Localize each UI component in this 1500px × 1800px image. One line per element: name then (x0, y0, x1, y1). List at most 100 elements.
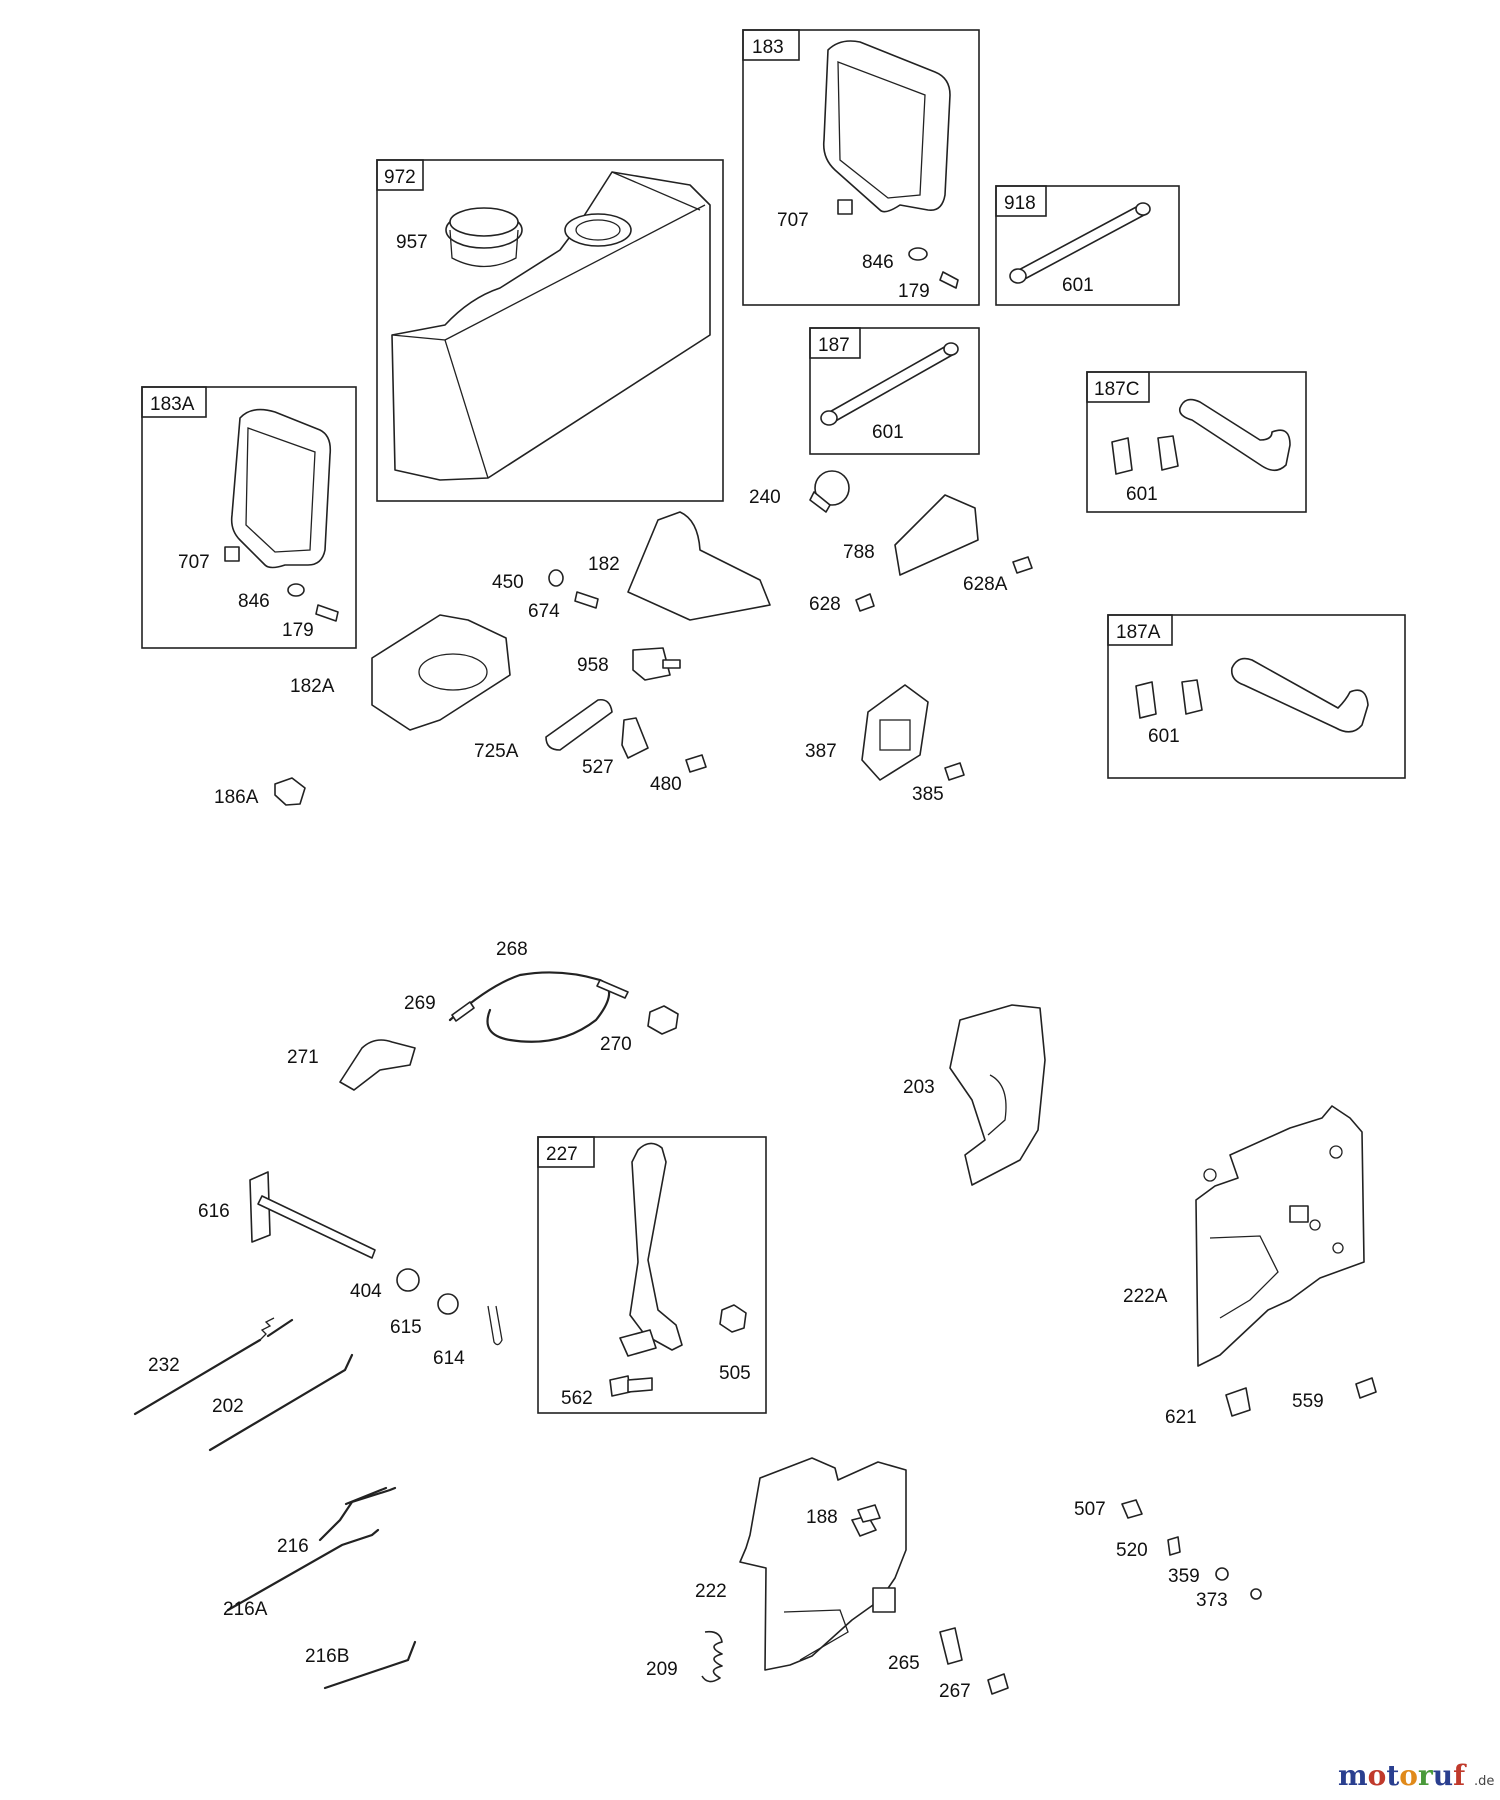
box-972: 972 957 (376, 159, 724, 502)
label-507: 507 (1074, 1499, 1106, 1520)
throttle-cable-group: 268 269 270 271 (287, 939, 679, 1091)
label-628: 628 (809, 594, 841, 615)
label-846: 846 (862, 252, 894, 273)
washer (287, 583, 305, 597)
hose-clamp (1157, 435, 1179, 471)
screw (939, 271, 959, 289)
link-rod-216 (318, 1486, 397, 1542)
washer (548, 569, 564, 587)
control-plate-222A: 222A 621 559 (1123, 1105, 1377, 1428)
label-615: 615 (390, 1317, 422, 1338)
label-271: 271 (287, 1047, 319, 1068)
box-label-187A: 187A (1116, 622, 1161, 643)
label-265: 265 (888, 1653, 920, 1674)
fuel-line (825, 344, 955, 424)
control-bracket (949, 1004, 1046, 1186)
label-222A: 222A (1123, 1286, 1168, 1307)
control-plate-222: 188 222 209 265 267 (646, 1457, 1009, 1702)
label-788: 788 (843, 542, 875, 563)
label-203: 203 (903, 1077, 935, 1098)
label-385: 385 (912, 784, 944, 805)
label-601: 601 (1148, 726, 1180, 747)
clip (1225, 1387, 1251, 1417)
tank-strap (822, 40, 951, 213)
label-562: 562 (561, 1388, 593, 1409)
governor-rod (208, 1353, 354, 1452)
nut (1250, 1588, 1262, 1600)
box-label-918: 918 (1004, 193, 1036, 214)
screw (685, 754, 707, 773)
label-628A: 628A (963, 574, 1008, 595)
box-187A: 187A 601 (1107, 614, 1406, 779)
label-480: 480 (650, 774, 682, 795)
hose-clamp (1135, 681, 1157, 719)
link-rod-216A (226, 1528, 380, 1612)
label-216A: 216A (223, 1599, 268, 1620)
shoulder-screw (609, 1375, 631, 1397)
label-404: 404 (350, 1281, 382, 1302)
tank-bracket (371, 614, 511, 731)
label-182: 182 (588, 554, 620, 575)
box-label-227: 227 (546, 1144, 578, 1165)
label-601: 601 (1126, 484, 1158, 505)
hex-nut (719, 1304, 747, 1333)
label-601: 601 (872, 422, 904, 443)
tank-neck (564, 213, 632, 247)
fuel-pump (861, 684, 929, 781)
label-267: 267 (939, 1681, 971, 1702)
control-lever (339, 1039, 416, 1091)
box-label-183: 183 (752, 37, 784, 58)
box-187: 187 601 (809, 327, 980, 455)
hose-clamp (1111, 437, 1133, 475)
screw (857, 1504, 881, 1523)
small-hardware: 507 520 359 373 (1074, 1499, 1262, 1611)
screw (1012, 556, 1033, 574)
brand-suffix: .de (1474, 1774, 1494, 1789)
label-505: 505 (719, 1363, 751, 1384)
washer (396, 1268, 420, 1292)
control-plate (1195, 1105, 1365, 1367)
label-373: 373 (1196, 1590, 1228, 1611)
label-270: 270 (600, 1034, 632, 1055)
governor-shaft (257, 1195, 376, 1259)
linkage-rods: 232 202 216 216A 216B (133, 1317, 417, 1690)
label-387: 387 (805, 741, 837, 762)
box-label-187C: 187C (1094, 379, 1139, 400)
label-520: 520 (1116, 1540, 1148, 1561)
screw (987, 1673, 1009, 1695)
label-269: 269 (404, 993, 436, 1014)
label-674: 674 (528, 601, 560, 622)
label-179: 179 (282, 620, 314, 641)
label-725A: 725A (474, 741, 519, 762)
fuel-tank (391, 171, 711, 481)
control-plate (739, 1457, 907, 1671)
label-232: 232 (148, 1355, 180, 1376)
screw (944, 762, 965, 781)
label-616: 616 (198, 1201, 230, 1222)
box-label-187: 187 (818, 335, 850, 356)
shutoff-valve (632, 647, 671, 681)
box-label-183A: 183A (150, 394, 195, 415)
screw (1121, 1499, 1143, 1519)
bracket-203: 203 (903, 1004, 1046, 1186)
label-222: 222 (695, 1581, 727, 1602)
label-179: 179 (898, 281, 930, 302)
label-188: 188 (806, 1507, 838, 1528)
label-268: 268 (496, 939, 528, 960)
governor-shaft-group: 616 404 615 614 (198, 1171, 503, 1369)
label-186A: 186A (214, 787, 259, 808)
washer (1215, 1567, 1229, 1581)
box-227: 227 562 505 (537, 1136, 767, 1414)
label-621: 621 (1165, 1407, 1197, 1428)
label-846: 846 (238, 591, 270, 612)
tank-bracket (627, 511, 771, 621)
screw (315, 604, 339, 622)
spring (701, 1630, 723, 1683)
strap-clip (224, 546, 240, 562)
washer (908, 247, 928, 261)
brand-logo: motoruf (1338, 1759, 1467, 1792)
hairpin-clip (487, 1305, 503, 1346)
screw (855, 593, 875, 612)
label-559: 559 (1292, 1391, 1324, 1412)
